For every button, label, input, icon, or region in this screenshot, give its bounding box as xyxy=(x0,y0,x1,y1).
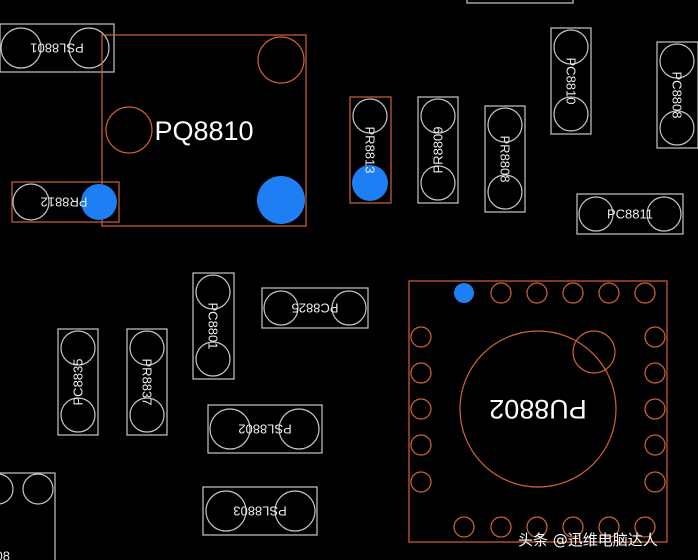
highlight-pad xyxy=(352,165,388,201)
component-pr8808[interactable]: PR8808 xyxy=(484,105,526,213)
label-pr8837: PR8837 xyxy=(140,359,155,406)
component-psl8802[interactable]: PSL8802 xyxy=(207,404,323,454)
component-pc8801[interactable]: PC8801 xyxy=(192,272,235,380)
component-pr8809[interactable]: PR8809 xyxy=(417,96,459,204)
label-pc8825: PC8825 xyxy=(292,301,339,316)
component-pr8837[interactable]: PR8837 xyxy=(126,328,168,436)
label-pc8811: PC8811 xyxy=(607,207,653,222)
highlight-pad xyxy=(81,184,117,220)
highlight-pad xyxy=(454,283,474,303)
label-pr8813: PR8813 xyxy=(363,127,378,174)
component-pc8808[interactable]: PC8808 xyxy=(656,41,698,149)
label-psl8802: PSL8802 xyxy=(238,422,292,437)
component-pr8813[interactable]: PR8813 xyxy=(349,96,392,204)
component-pr8812[interactable]: PR8812 xyxy=(11,181,120,223)
component-pc8811[interactable]: PC8811 xyxy=(576,193,684,235)
label-pc8810: PC8810 xyxy=(564,58,579,105)
partial-component-top xyxy=(466,0,574,4)
label-partial-808: 808 xyxy=(0,549,10,560)
label-pr8808: PR8808 xyxy=(498,136,513,183)
label-pc8835: PC8835 xyxy=(71,359,86,406)
label-psl8801: PSL8801 xyxy=(30,41,84,56)
component-pu8802[interactable]: PU8802 xyxy=(408,280,668,543)
watermark-text: 头条 @迅维电脑达人 xyxy=(518,531,658,549)
label-pu8802: PU8802 xyxy=(489,394,587,424)
label-pq8810: PQ8810 xyxy=(154,116,253,146)
component-pc8825[interactable]: PC8825 xyxy=(261,287,369,329)
component-psl8801[interactable]: PSL8801 xyxy=(0,23,115,73)
label-pr8812: PR8812 xyxy=(41,195,88,210)
component-pq8810[interactable]: PQ8810 xyxy=(101,34,307,227)
label-psl8803: PSL8803 xyxy=(233,504,287,519)
highlight-pad xyxy=(257,176,305,224)
component-psl8803[interactable]: PSL8803 xyxy=(202,486,318,536)
label-pr8809: PR8809 xyxy=(431,127,446,174)
component-pc8835[interactable]: PC8835 xyxy=(57,328,99,436)
component-pc8810[interactable]: PC8810 xyxy=(550,27,592,135)
component-partial-808[interactable]: 808 xyxy=(0,472,56,560)
label-pc8808: PC8808 xyxy=(670,72,685,119)
label-pc8801: PC8801 xyxy=(206,303,221,350)
